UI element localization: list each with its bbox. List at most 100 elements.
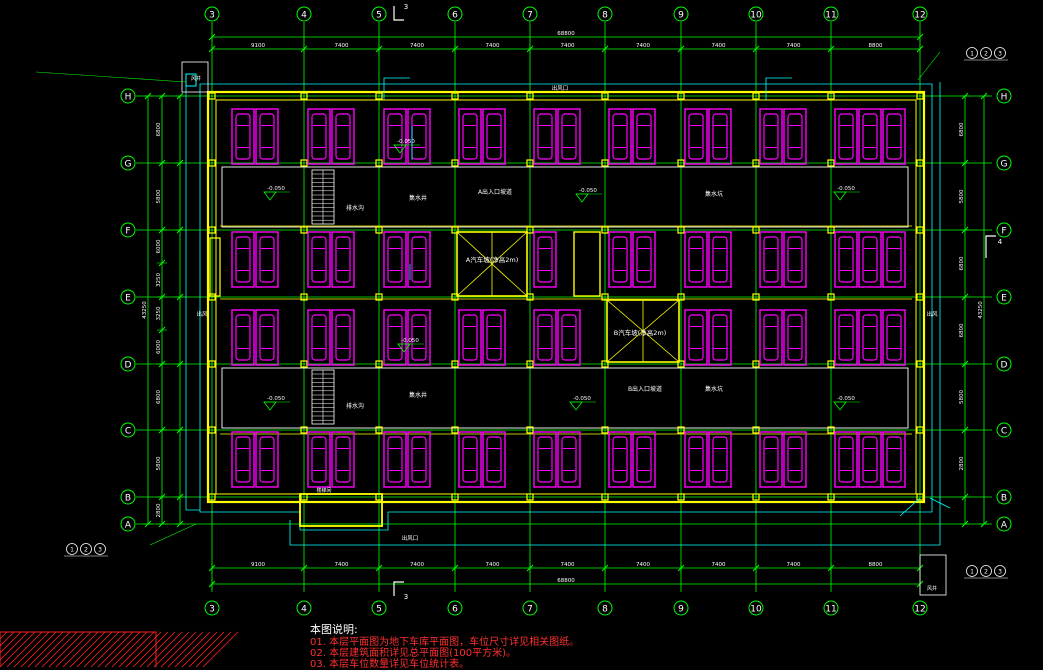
stall-outline: [407, 309, 431, 366]
dim-top-cols-label: 7400: [410, 43, 424, 49]
car-stall: [255, 309, 279, 366]
fan-note-2: 风井: [927, 585, 937, 592]
structural-column: [526, 360, 534, 368]
dim-bottom-cols-label: 9100: [251, 562, 265, 568]
axis-bubble-col: 12: [912, 6, 928, 22]
car-body: [486, 113, 502, 160]
car-stall: [482, 309, 506, 366]
ramp-cores: [209, 169, 680, 425]
inner-wall: [215, 99, 917, 495]
axis-bubble-row: A: [120, 516, 136, 532]
car-stall: [759, 231, 783, 288]
structural-column: [916, 226, 924, 234]
axis-bubble-row: E: [996, 289, 1012, 305]
dim-top-cols-label: 7400: [561, 43, 575, 49]
car-body: [838, 314, 854, 361]
axis-bubble-col: 6: [447, 600, 463, 616]
section-line: [393, 581, 404, 596]
car-stall: [383, 108, 407, 165]
stall-outline: [533, 309, 557, 366]
elevation-value: -0.050: [267, 396, 285, 402]
car-body: [259, 113, 275, 160]
stall-outline: [708, 431, 732, 488]
bubble-label: 10: [750, 605, 762, 615]
hatch-line: [195, 631, 232, 667]
bubble-label: 7: [527, 605, 533, 615]
structural-column: [601, 493, 609, 501]
dim-left-overall-label: 43250: [142, 301, 148, 319]
bubble-circle: [296, 600, 312, 616]
tag-circle: [80, 543, 92, 555]
car-stall: [557, 431, 581, 488]
structural-column: [451, 159, 459, 167]
stall-outline: [383, 231, 407, 288]
car-stall: [231, 231, 255, 288]
bubble-label: A: [125, 521, 132, 531]
bubble-label: 8: [602, 605, 608, 615]
car-body: [787, 113, 803, 160]
drawing-notes: 本图说明: 01. 本层平面图为地下车库平面图，车位尺寸详见相关图纸。 02. …: [310, 624, 579, 670]
stall-outline: [834, 231, 858, 288]
car-stall: [882, 309, 906, 366]
dim-right-rows-label: 6800: [959, 256, 965, 270]
hatch-line: [34, 631, 71, 667]
elevation-value: -0.050: [837, 396, 855, 402]
car-stall: [759, 309, 783, 366]
hatch-line: [153, 631, 190, 667]
dim-top-cols-label: 8800: [869, 43, 883, 49]
bubble-label: G: [125, 160, 132, 170]
stair-core-right: [573, 231, 601, 297]
car-body: [612, 436, 628, 483]
axis-grid-lines: [136, 22, 992, 592]
bubble-label: 11: [825, 605, 836, 615]
dim-right-overall-label: 43250: [978, 301, 984, 319]
bubble-circle: [120, 516, 136, 532]
structural-column: [208, 493, 216, 501]
stall-outline: [684, 231, 708, 288]
bubble-circle: [748, 600, 764, 616]
car-body: [486, 314, 502, 361]
bubble-label: 10: [750, 11, 762, 21]
axis-bubble-row: G: [996, 155, 1012, 171]
structural-column: [916, 493, 924, 501]
stall-outline: [783, 431, 807, 488]
sump-label: 集水井: [409, 194, 427, 202]
section-line: [985, 235, 996, 258]
car-stall: [882, 431, 906, 488]
hatch-line: [188, 631, 225, 667]
tag-circle: [980, 565, 992, 577]
dim-bottom-cols-label: 7400: [561, 562, 575, 568]
hatch-line: [62, 631, 99, 667]
hatch-border: [0, 631, 157, 667]
stall-outline: [834, 108, 858, 165]
car-body: [712, 436, 728, 483]
bubble-circle: [996, 516, 1012, 532]
hatch-line: [146, 631, 183, 667]
dim-bottom-cols-label: 7400: [636, 562, 650, 568]
hatch-line: [6, 631, 43, 667]
structural-column: [451, 360, 459, 368]
car-stall: [255, 108, 279, 165]
outer-wall: [206, 90, 926, 504]
stall-outline: [383, 309, 407, 366]
section-label: 3: [404, 593, 408, 601]
car-body: [537, 113, 553, 160]
section-mark-bottom: 3: [393, 581, 408, 601]
stall-outline: [783, 231, 807, 288]
car-body: [486, 436, 502, 483]
hatch-line: [174, 631, 211, 667]
structural-column: [451, 92, 459, 100]
tag-circle: [980, 47, 992, 59]
dim-right-rows-label: 6800: [959, 323, 965, 337]
bubble-label: B: [125, 494, 131, 504]
axis-bubble-col: 9: [673, 600, 689, 616]
car-body: [712, 314, 728, 361]
axis-bubble-col: 5: [371, 6, 387, 22]
stall-outline: [307, 108, 331, 165]
car-stall: [632, 231, 656, 288]
structural-column: [526, 159, 534, 167]
stall-outline: [482, 108, 506, 165]
bubble-circle: [597, 6, 613, 22]
ramp-label-b: B出入口坡道: [628, 385, 662, 393]
